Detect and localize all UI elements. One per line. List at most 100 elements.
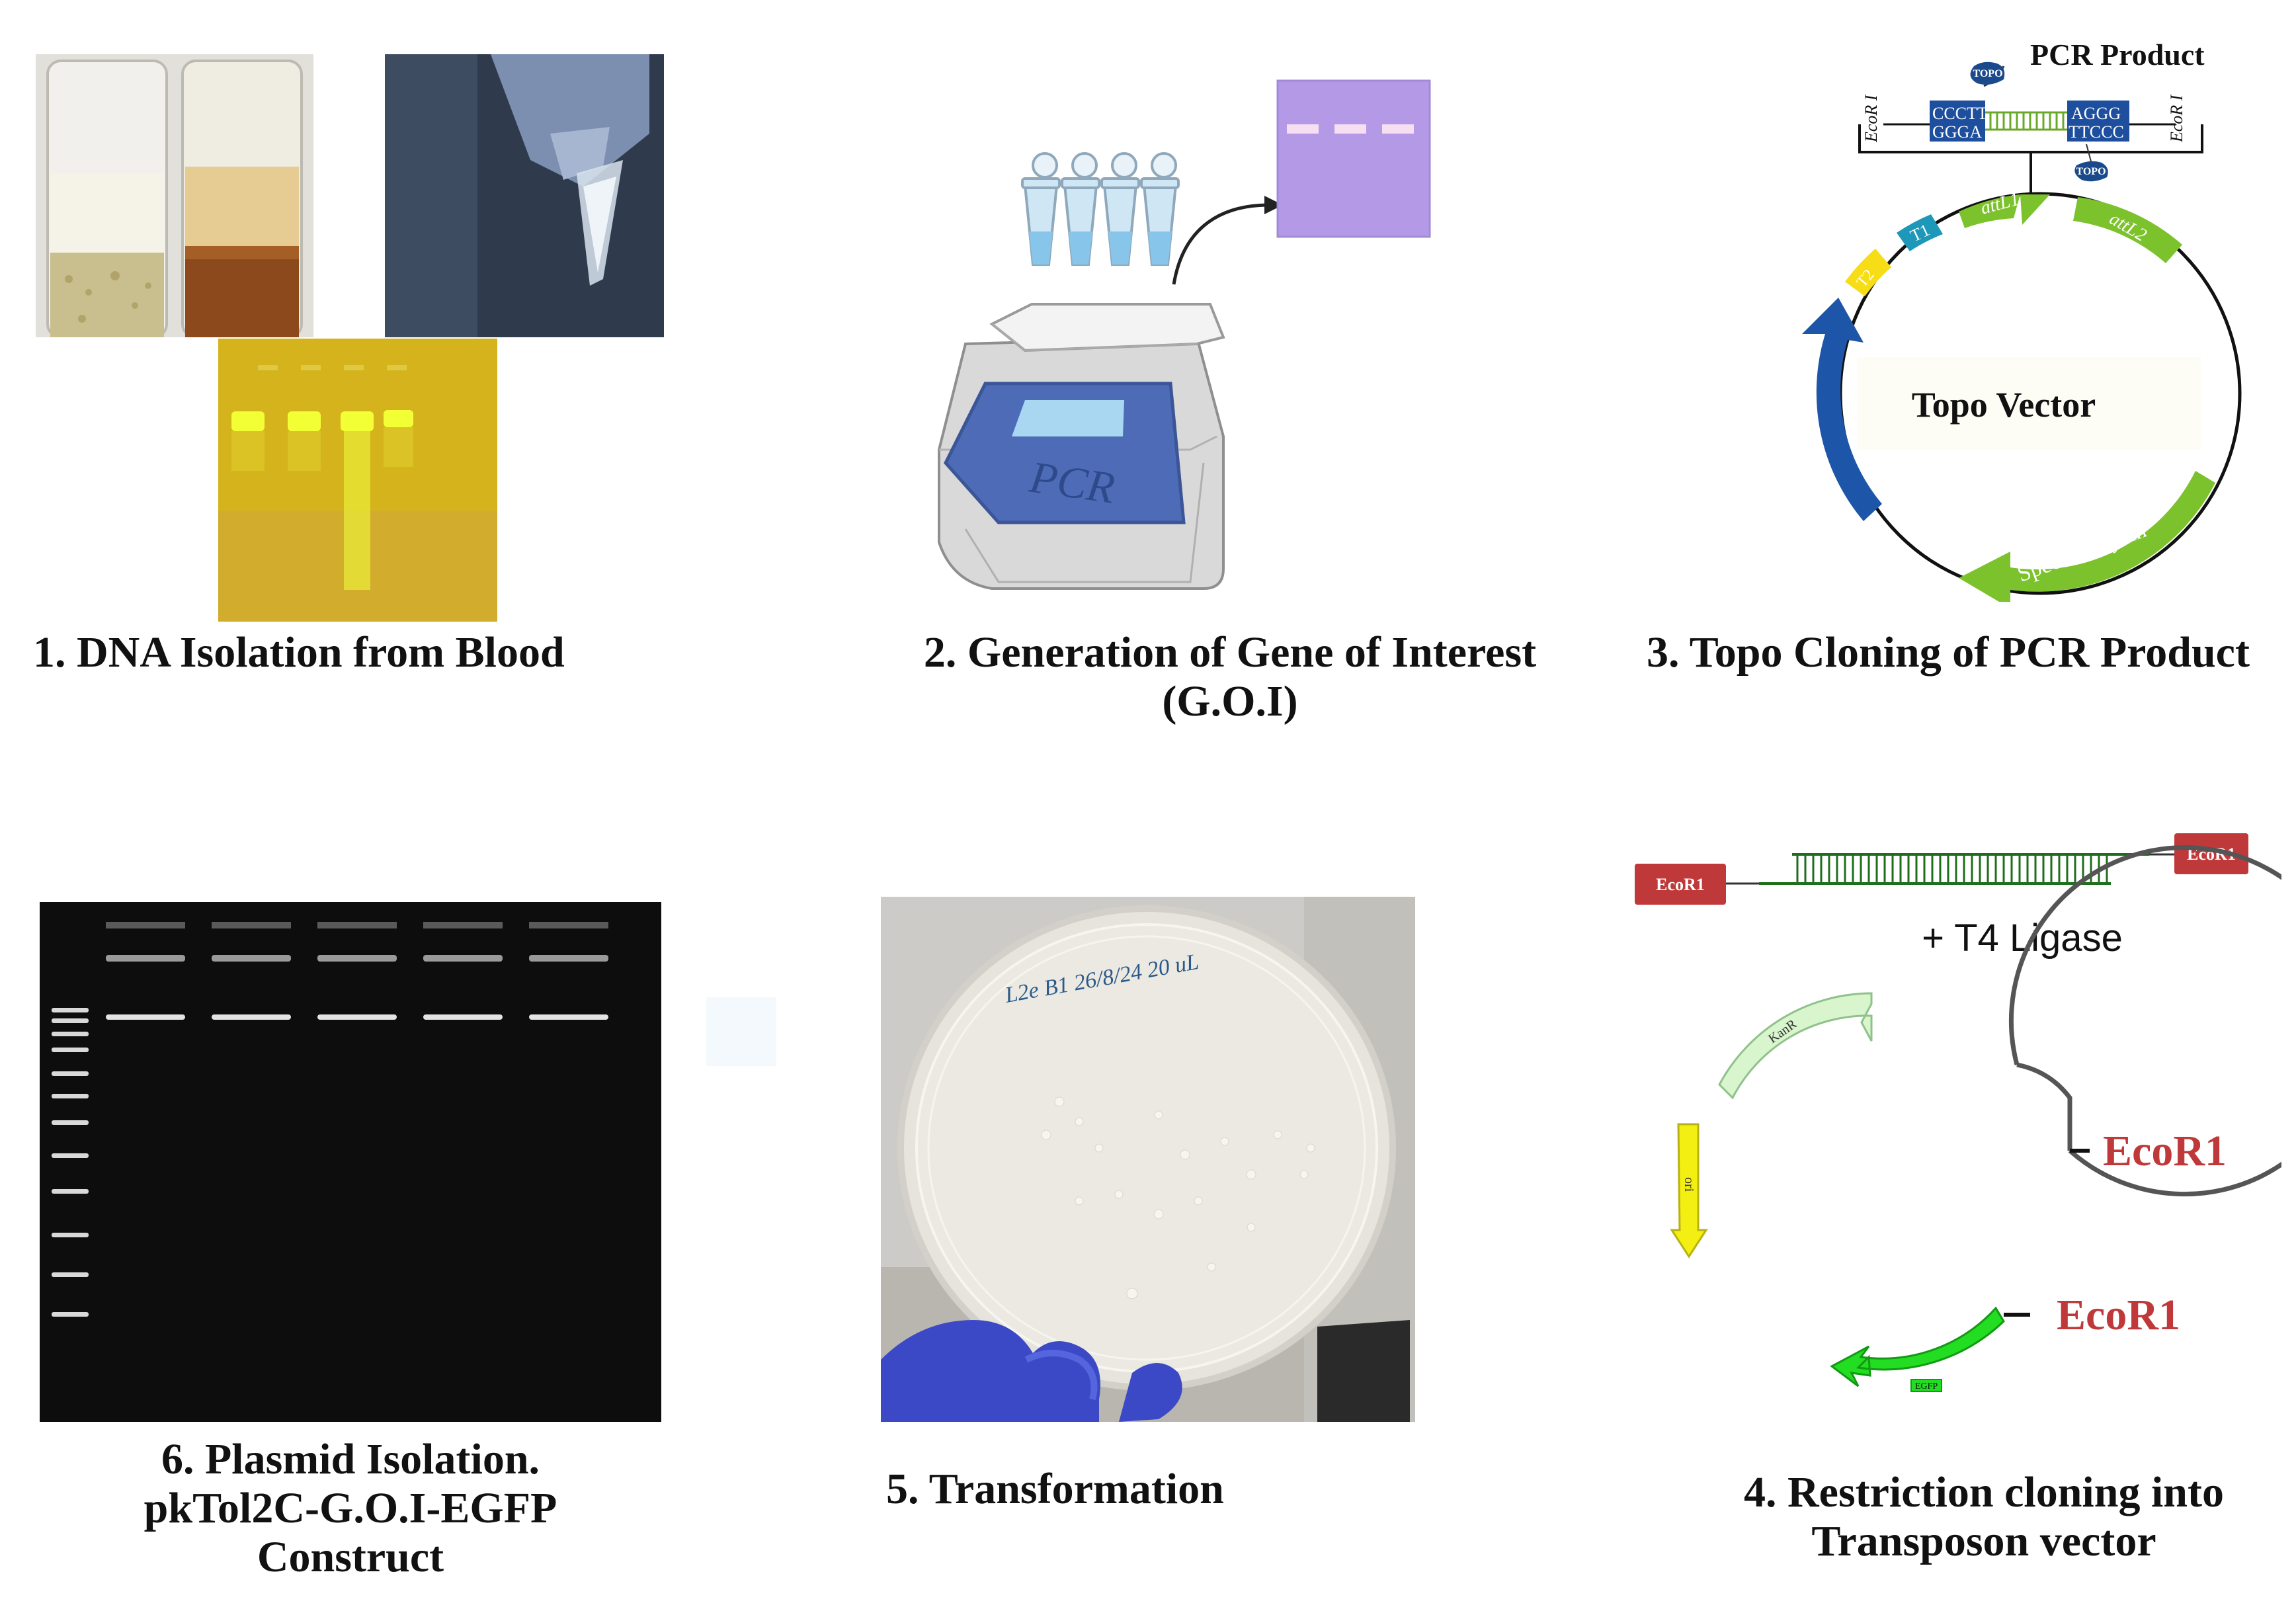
supercoiled-band-faint	[423, 955, 503, 962]
supercoiled-band-faint	[317, 955, 397, 962]
t1-feature	[1897, 214, 1943, 251]
seq-left-bottom: GGGA	[1932, 122, 1982, 142]
gel-well	[106, 922, 185, 928]
insert-ecor1-left: EcoR1	[1656, 875, 1705, 894]
pcr-product-label: PCR Product	[2030, 38, 2205, 71]
ecor1-right-box	[2174, 833, 2248, 874]
gel-wells	[106, 922, 608, 928]
hand-tube-illustration	[385, 54, 664, 337]
caption-dna-isolation-text: 1. DNA Isolation from Blood	[33, 628, 565, 677]
plasmid-band	[106, 1014, 185, 1020]
ladder-band	[52, 1032, 89, 1036]
ladder-band	[52, 1312, 89, 1317]
faint-marker-box	[706, 997, 776, 1066]
caption-dna-isolation: 1. DNA Isolation from Blood	[33, 628, 641, 677]
caption-restriction-cloning: 4. Restriction cloning into Transposon v…	[1627, 1468, 2296, 1566]
caption-transformation: 5. Transformation	[886, 1465, 1389, 1514]
ladder-band	[52, 1018, 89, 1023]
arrow-icon	[1172, 203, 1270, 285]
caption-plasmid-isolation-line2: pkTol2C-G.O.I-EGFP	[144, 1484, 557, 1532]
purple-gel-icon	[1276, 79, 1431, 238]
seq-box-right	[2067, 101, 2129, 142]
caption-gene-generation-line2: (G.O.I)	[1162, 677, 1298, 725]
t4-ligase-label: + T4 Ligase	[1922, 917, 2123, 960]
attl1-feature	[1959, 194, 2020, 228]
plasmid-band	[212, 1014, 291, 1020]
topo-enzyme-icon-bottom: TOPO	[2074, 161, 2108, 182]
ladder-band	[52, 1233, 89, 1237]
caption-gene-generation-line1: 2. Generation of Gene of Interest	[923, 628, 1537, 677]
topo-enzyme-icon: TOPO	[1970, 62, 2005, 85]
t2-feature	[1845, 249, 1891, 296]
pcr-illustration: PCR	[938, 79, 1431, 590]
dna-ladder	[52, 1008, 89, 1317]
blood-tubes-photo	[36, 54, 313, 337]
thermocycler-icon	[938, 303, 1225, 590]
topo-tag-top: TOPO	[1973, 68, 2002, 79]
ori-label: ori	[1682, 1177, 1696, 1192]
gel-well	[317, 922, 397, 928]
puc-ori-feature	[1802, 298, 1882, 521]
caption-plasmid-isolation-line3: Construct	[257, 1533, 444, 1581]
vector-ecor1-top: EcoR1	[2103, 1127, 2227, 1175]
ladder-band	[52, 1008, 89, 1012]
ladder-band	[52, 1120, 89, 1125]
supercoiled-band-faint	[106, 955, 185, 962]
plasmid-band	[423, 1014, 503, 1020]
ecori-right-label: EcoR I	[2167, 94, 2186, 143]
ladder-band	[52, 1189, 89, 1194]
seq-left-top: CCCTT	[1932, 104, 1988, 123]
kanr-feature	[1718, 992, 1873, 1100]
plasmid-gel-photo	[40, 902, 661, 1422]
caption-topo-cloning-text: 3. Topo Cloning of PCR Product	[1647, 628, 2250, 677]
gel-well	[212, 922, 291, 928]
spectinomycin-feature	[1959, 471, 2215, 602]
vector-ecor1-bottom: EcoR1	[2057, 1291, 2180, 1339]
topo-vector-label: Topo Vector	[1912, 385, 2096, 425]
gel-well	[529, 922, 608, 928]
vector-label-box	[1857, 357, 2201, 450]
caption-restriction-cloning-line1: 4. Restriction cloning into	[1744, 1468, 2224, 1516]
bacterial-colonies	[1041, 1096, 1315, 1299]
restriction-cloning-diagram: EcoR1 EcoR1 + T4 Ligase KanR ori EGFP Ec…	[1635, 833, 2281, 1392]
egfp-feature	[1830, 1306, 2005, 1387]
seq-right-top: AGGG	[2071, 104, 2121, 123]
pcr-machine-label: PCR	[1026, 451, 1118, 513]
ecori-left-label: EcoR I	[1862, 94, 1881, 143]
ladder-band	[52, 1048, 89, 1052]
ladder-band	[52, 1094, 89, 1098]
pcr-insert-dna	[1985, 111, 2067, 131]
caption-transformation-text: 5. Transformation	[886, 1465, 1224, 1513]
gel-well	[423, 922, 503, 928]
petri-dish-photo: L2e B1 26/8/24 20 uL	[881, 897, 1415, 1422]
caption-plasmid-isolation: 6. Plasmid Isolation. pkTol2C-G.O.I-EGFP…	[40, 1435, 661, 1582]
plasmid-bands	[106, 955, 608, 1020]
blood-tubes-illustration	[36, 54, 313, 337]
topo-tag-bottom: TOPO	[2076, 166, 2106, 177]
plasmid-band	[317, 1014, 397, 1020]
ori-feature	[1670, 1123, 1708, 1258]
insert-dna-rungs	[1796, 854, 2108, 884]
transposon-vector-backbone	[2008, 845, 2281, 1197]
ecor1-left-box	[1635, 864, 1726, 905]
seq-right-bottom: TTCCC	[2069, 122, 2124, 142]
ladder-band	[52, 1071, 89, 1076]
ladder-band	[52, 1153, 89, 1158]
caption-topo-cloning: 3. Topo Cloning of PCR Product	[1647, 628, 2296, 677]
genomic-dna-gel-photo	[218, 339, 497, 622]
supercoiled-band-faint	[529, 955, 608, 962]
topo-vector-map: PCR Product TOPO EcoR I EcoR I CCCTT GGG…	[1802, 38, 2242, 602]
tube-in-hand-photo	[385, 54, 664, 337]
egfp-tag	[1910, 1379, 1942, 1392]
ladder-band	[52, 1272, 89, 1277]
seq-box-left	[1930, 101, 1985, 142]
supercoiled-band-faint	[212, 955, 291, 962]
attl2-feature	[2073, 197, 2182, 263]
attl1-label: attL1	[1979, 189, 2022, 219]
petri-dish-illustration: L2e B1 26/8/24 20 uL	[881, 897, 1415, 1422]
yellow-gel-illustration	[218, 339, 497, 622]
caption-gene-generation: 2. Generation of Gene of Interest (G.O.I…	[833, 628, 1627, 726]
caption-restriction-cloning-line2: Transposon vector	[1811, 1517, 2156, 1565]
pcr-tubes-icon	[1021, 152, 1180, 266]
plasmid-band	[529, 1014, 608, 1020]
